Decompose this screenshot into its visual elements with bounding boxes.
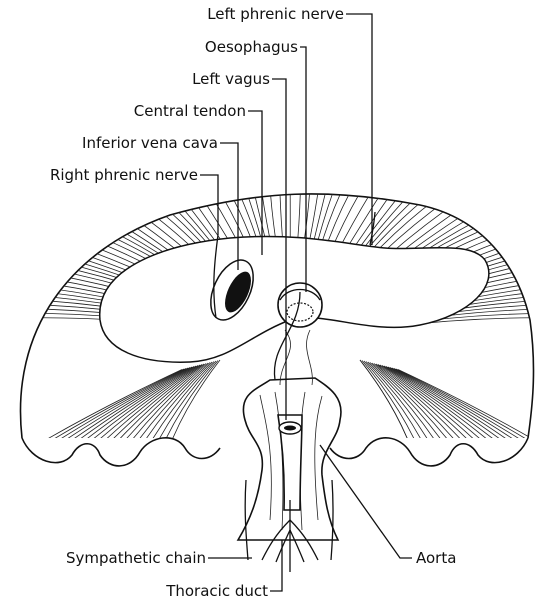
sympathetic-chain-left xyxy=(331,480,333,560)
label-thoracic-duct: Thoracic duct xyxy=(165,582,268,600)
label-central-tendon: Central tendon xyxy=(134,102,246,120)
label-oesophagus: Oesophagus xyxy=(205,38,298,56)
label-sympathetic-chain: Sympathetic chain xyxy=(66,549,206,567)
label-left-vagus: Left vagus xyxy=(192,70,270,88)
label-inferior-vena-cava: Inferior vena cava xyxy=(82,134,218,152)
label-right-phrenic-nerve: Right phrenic nerve xyxy=(50,166,198,184)
oesophagus-opening xyxy=(278,283,322,327)
sympathetic-chain-right xyxy=(245,480,248,560)
label-aorta: Aorta xyxy=(416,549,456,567)
label-left-phrenic-nerve: Left phrenic nerve xyxy=(207,5,344,23)
